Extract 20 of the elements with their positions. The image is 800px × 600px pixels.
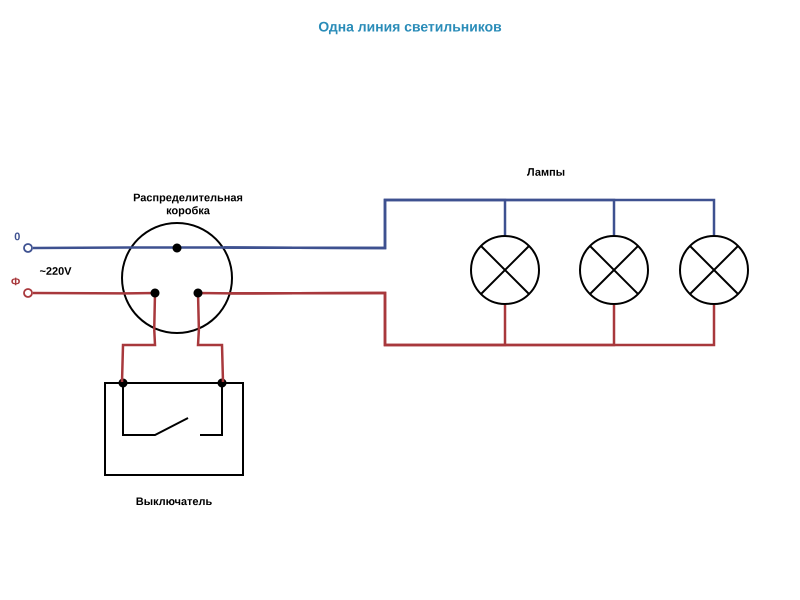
wire (224, 198, 716, 250)
node-label: 0 (14, 232, 20, 240)
group-label: Лампы (526, 168, 564, 176)
title: Одна линия светильников (318, 22, 502, 34)
node-label: Выключатель (136, 498, 212, 506)
node-label: Распределительная коробка (134, 194, 242, 216)
voltage-label: ~220V (40, 267, 72, 275)
wire (230, 292, 716, 346)
lamp-symbol (579, 235, 649, 305)
lamp-symbol (679, 235, 749, 305)
terminal: 0 (14, 232, 33, 253)
terminal: Ф (11, 278, 33, 298)
switch-box: Выключатель (104, 382, 244, 506)
junction-box: Распределительная коробка (121, 194, 242, 334)
wire (32, 246, 130, 250)
wire (120, 329, 156, 382)
node-label: Ф (11, 278, 20, 286)
wire (32, 292, 124, 295)
lamp-symbol (470, 235, 540, 305)
wire (196, 329, 224, 382)
